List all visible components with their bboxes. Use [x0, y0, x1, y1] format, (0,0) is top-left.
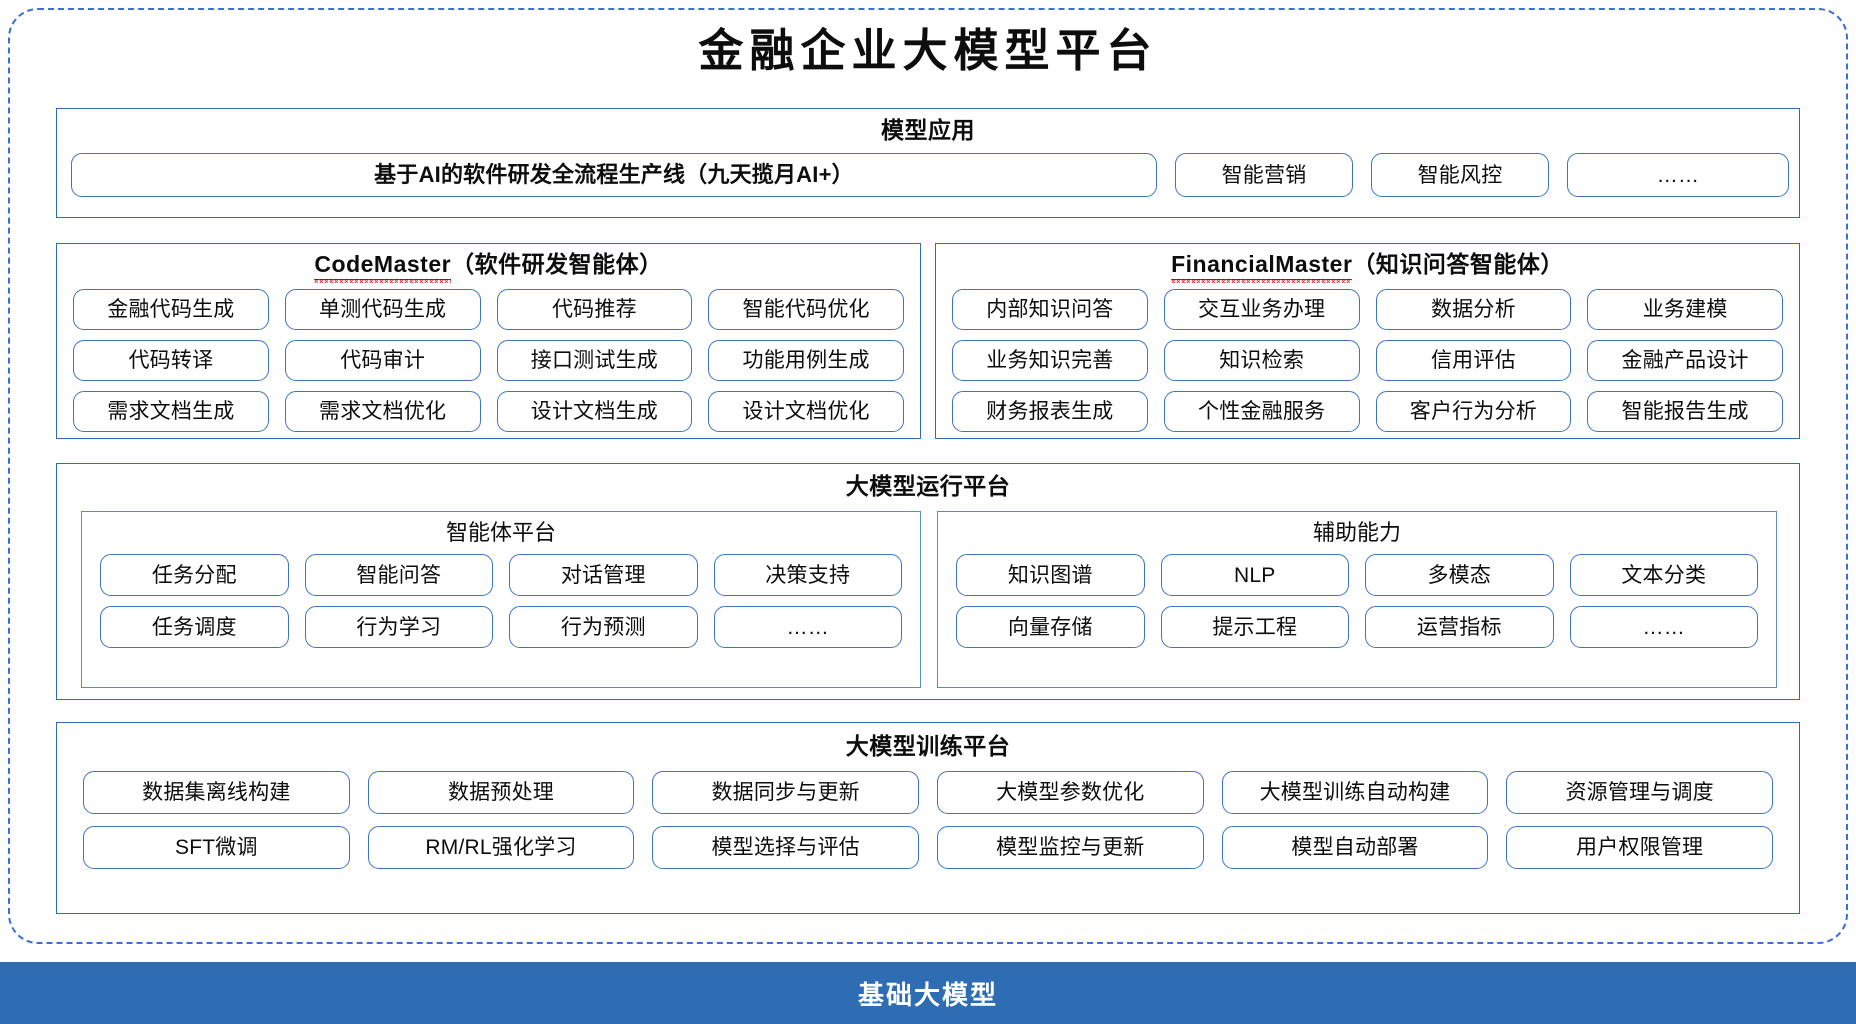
chip-codemaster-2[interactable]: 单测代码生成	[284, 289, 481, 330]
chip-training-2[interactable]: 数据预处理	[367, 771, 635, 814]
chip-more-ellipsis[interactable]: ……	[1567, 153, 1789, 197]
chip-training-1[interactable]: 数据集离线构建	[83, 771, 350, 814]
chip-codemaster-12[interactable]: 设计文档优化	[708, 391, 904, 432]
financialmaster-capability-grid: 内部知识问答 交互业务办理 数据分析 业务建模 业务知识完善 知识检索 信用评估…	[952, 289, 1783, 432]
chip-codemaster-4[interactable]: 智能代码优化	[708, 289, 904, 330]
codemaster-capability-grid: 金融代码生成 单测代码生成 代码推荐 智能代码优化 代码转译 代码审计 接口测试…	[73, 289, 904, 432]
chip-financialmaster-1[interactable]: 内部知识问答	[952, 289, 1148, 330]
financialmaster-name: FinancialMaster	[1171, 249, 1353, 283]
page-title: 金融企业大模型平台	[698, 24, 1158, 77]
chip-aux-5[interactable]: 向量存储	[956, 606, 1145, 648]
chip-training-10[interactable]: 模型监控与更新	[936, 826, 1204, 869]
chip-financialmaster-9[interactable]: 财务报表生成	[952, 391, 1148, 432]
chip-training-7[interactable]: SFT微调	[83, 826, 350, 869]
section-title-model-applications: 模型应用	[881, 117, 975, 143]
chip-agent-platform-1[interactable]: 任务分配	[100, 554, 289, 596]
section-title-training-platform: 大模型训练平台	[845, 733, 1011, 759]
chip-training-8[interactable]: RM/RL强化学习	[367, 826, 635, 869]
chip-agent-platform-5[interactable]: 任务调度	[100, 606, 289, 648]
section-runtime-platform: 大模型运行平台 智能体平台 任务分配 智能问答 对话管理 决策支持 任务调度 行…	[56, 463, 1800, 700]
base-model-label: 基础大模型	[857, 979, 998, 1010]
chip-financialmaster-12[interactable]: 智能报告生成	[1587, 391, 1783, 432]
base-model-bar: 基础大模型	[0, 962, 1856, 1024]
chip-training-5[interactable]: 大模型训练自动构建	[1221, 771, 1489, 814]
chip-training-3[interactable]: 数据同步与更新	[652, 771, 919, 814]
subsection-title-agent-platform: 智能体平台	[445, 520, 556, 545]
chip-ai-software-pipeline[interactable]: 基于AI的软件研发全流程生产线（九天揽月AI+）	[71, 153, 1157, 197]
chip-aux-8[interactable]: ……	[1569, 606, 1758, 648]
chip-agent-platform-6[interactable]: 行为学习	[304, 606, 493, 648]
chip-financialmaster-8[interactable]: 金融产品设计	[1587, 340, 1783, 381]
chip-financialmaster-4[interactable]: 业务建模	[1587, 289, 1783, 330]
chip-aux-1[interactable]: 知识图谱	[956, 554, 1145, 596]
chip-aux-7[interactable]: 运营指标	[1365, 606, 1554, 648]
chip-agent-platform-3[interactable]: 对话管理	[509, 554, 698, 596]
chip-aux-6[interactable]: 提示工程	[1160, 606, 1349, 648]
financialmaster-suffix: （知识问答智能体）	[1352, 251, 1564, 277]
chip-codemaster-5[interactable]: 代码转译	[73, 340, 269, 381]
chip-financialmaster-6[interactable]: 知识检索	[1163, 340, 1360, 381]
chip-training-9[interactable]: 模型选择与评估	[652, 826, 919, 869]
chip-codemaster-11[interactable]: 设计文档生成	[496, 391, 693, 432]
agent-platform-grid: 任务分配 智能问答 对话管理 决策支持 任务调度 行为学习 行为预测 ……	[100, 554, 902, 648]
model-applications-row: 基于AI的软件研发全流程生产线（九天揽月AI+） 智能营销 智能风控 ……	[71, 153, 1789, 197]
chip-codemaster-3[interactable]: 代码推荐	[496, 289, 693, 330]
chip-financialmaster-7[interactable]: 信用评估	[1375, 340, 1572, 381]
chip-codemaster-1[interactable]: 金融代码生成	[73, 289, 269, 330]
chip-aux-4[interactable]: 文本分类	[1569, 554, 1758, 596]
section-training-platform: 大模型训练平台 数据集离线构建 数据预处理 数据同步与更新 大模型参数优化 大模…	[56, 722, 1800, 914]
chip-smart-risk-control[interactable]: 智能风控	[1371, 153, 1549, 197]
section-codemaster: CodeMaster（软件研发智能体） 金融代码生成 单测代码生成 代码推荐 智…	[56, 243, 921, 439]
chip-agent-platform-8[interactable]: ……	[713, 606, 902, 648]
chip-codemaster-6[interactable]: 代码审计	[284, 340, 481, 381]
section-model-applications: 模型应用 基于AI的软件研发全流程生产线（九天揽月AI+） 智能营销 智能风控 …	[56, 108, 1800, 218]
codemaster-name: CodeMaster	[314, 249, 452, 283]
auxiliary-capabilities-grid: 知识图谱 NLP 多模态 文本分类 向量存储 提示工程 运营指标 ……	[956, 554, 1758, 648]
section-title-runtime-platform: 大模型运行平台	[845, 473, 1011, 499]
chip-agent-platform-7[interactable]: 行为预测	[509, 606, 698, 648]
chip-agent-platform-4[interactable]: 决策支持	[713, 554, 902, 596]
section-title-financialmaster: FinancialMaster（知识问答智能体）	[936, 249, 1799, 283]
chip-financialmaster-2[interactable]: 交互业务办理	[1163, 289, 1360, 330]
chip-codemaster-8[interactable]: 功能用例生成	[708, 340, 904, 381]
section-financialmaster: FinancialMaster（知识问答智能体） 内部知识问答 交互业务办理 数…	[935, 243, 1800, 439]
chip-smart-marketing[interactable]: 智能营销	[1175, 153, 1353, 197]
chip-codemaster-9[interactable]: 需求文档生成	[73, 391, 269, 432]
subsection-title-auxiliary-capabilities: 辅助能力	[1312, 520, 1401, 545]
chip-agent-platform-2[interactable]: 智能问答	[304, 554, 493, 596]
subsection-agent-platform: 智能体平台 任务分配 智能问答 对话管理 决策支持 任务调度 行为学习 行为预测…	[81, 511, 921, 688]
chip-training-6[interactable]: 资源管理与调度	[1506, 771, 1773, 814]
chip-codemaster-7[interactable]: 接口测试生成	[496, 340, 693, 381]
chip-financialmaster-3[interactable]: 数据分析	[1375, 289, 1572, 330]
chip-codemaster-10[interactable]: 需求文档优化	[284, 391, 481, 432]
chip-financialmaster-10[interactable]: 个性金融服务	[1163, 391, 1360, 432]
chip-training-12[interactable]: 用户权限管理	[1506, 826, 1773, 869]
section-title-codemaster: CodeMaster（软件研发智能体）	[57, 249, 920, 283]
chip-training-4[interactable]: 大模型参数优化	[936, 771, 1204, 814]
training-platform-grid: 数据集离线构建 数据预处理 数据同步与更新 大模型参数优化 大模型训练自动构建 …	[83, 771, 1773, 869]
chip-aux-3[interactable]: 多模态	[1365, 554, 1554, 596]
codemaster-suffix: （软件研发智能体）	[451, 251, 663, 277]
chip-aux-2[interactable]: NLP	[1160, 554, 1349, 596]
subsection-auxiliary-capabilities: 辅助能力 知识图谱 NLP 多模态 文本分类 向量存储 提示工程 运营指标 ……	[937, 511, 1777, 688]
chip-training-11[interactable]: 模型自动部署	[1221, 826, 1489, 869]
chip-financialmaster-5[interactable]: 业务知识完善	[952, 340, 1148, 381]
chip-financialmaster-11[interactable]: 客户行为分析	[1375, 391, 1572, 432]
